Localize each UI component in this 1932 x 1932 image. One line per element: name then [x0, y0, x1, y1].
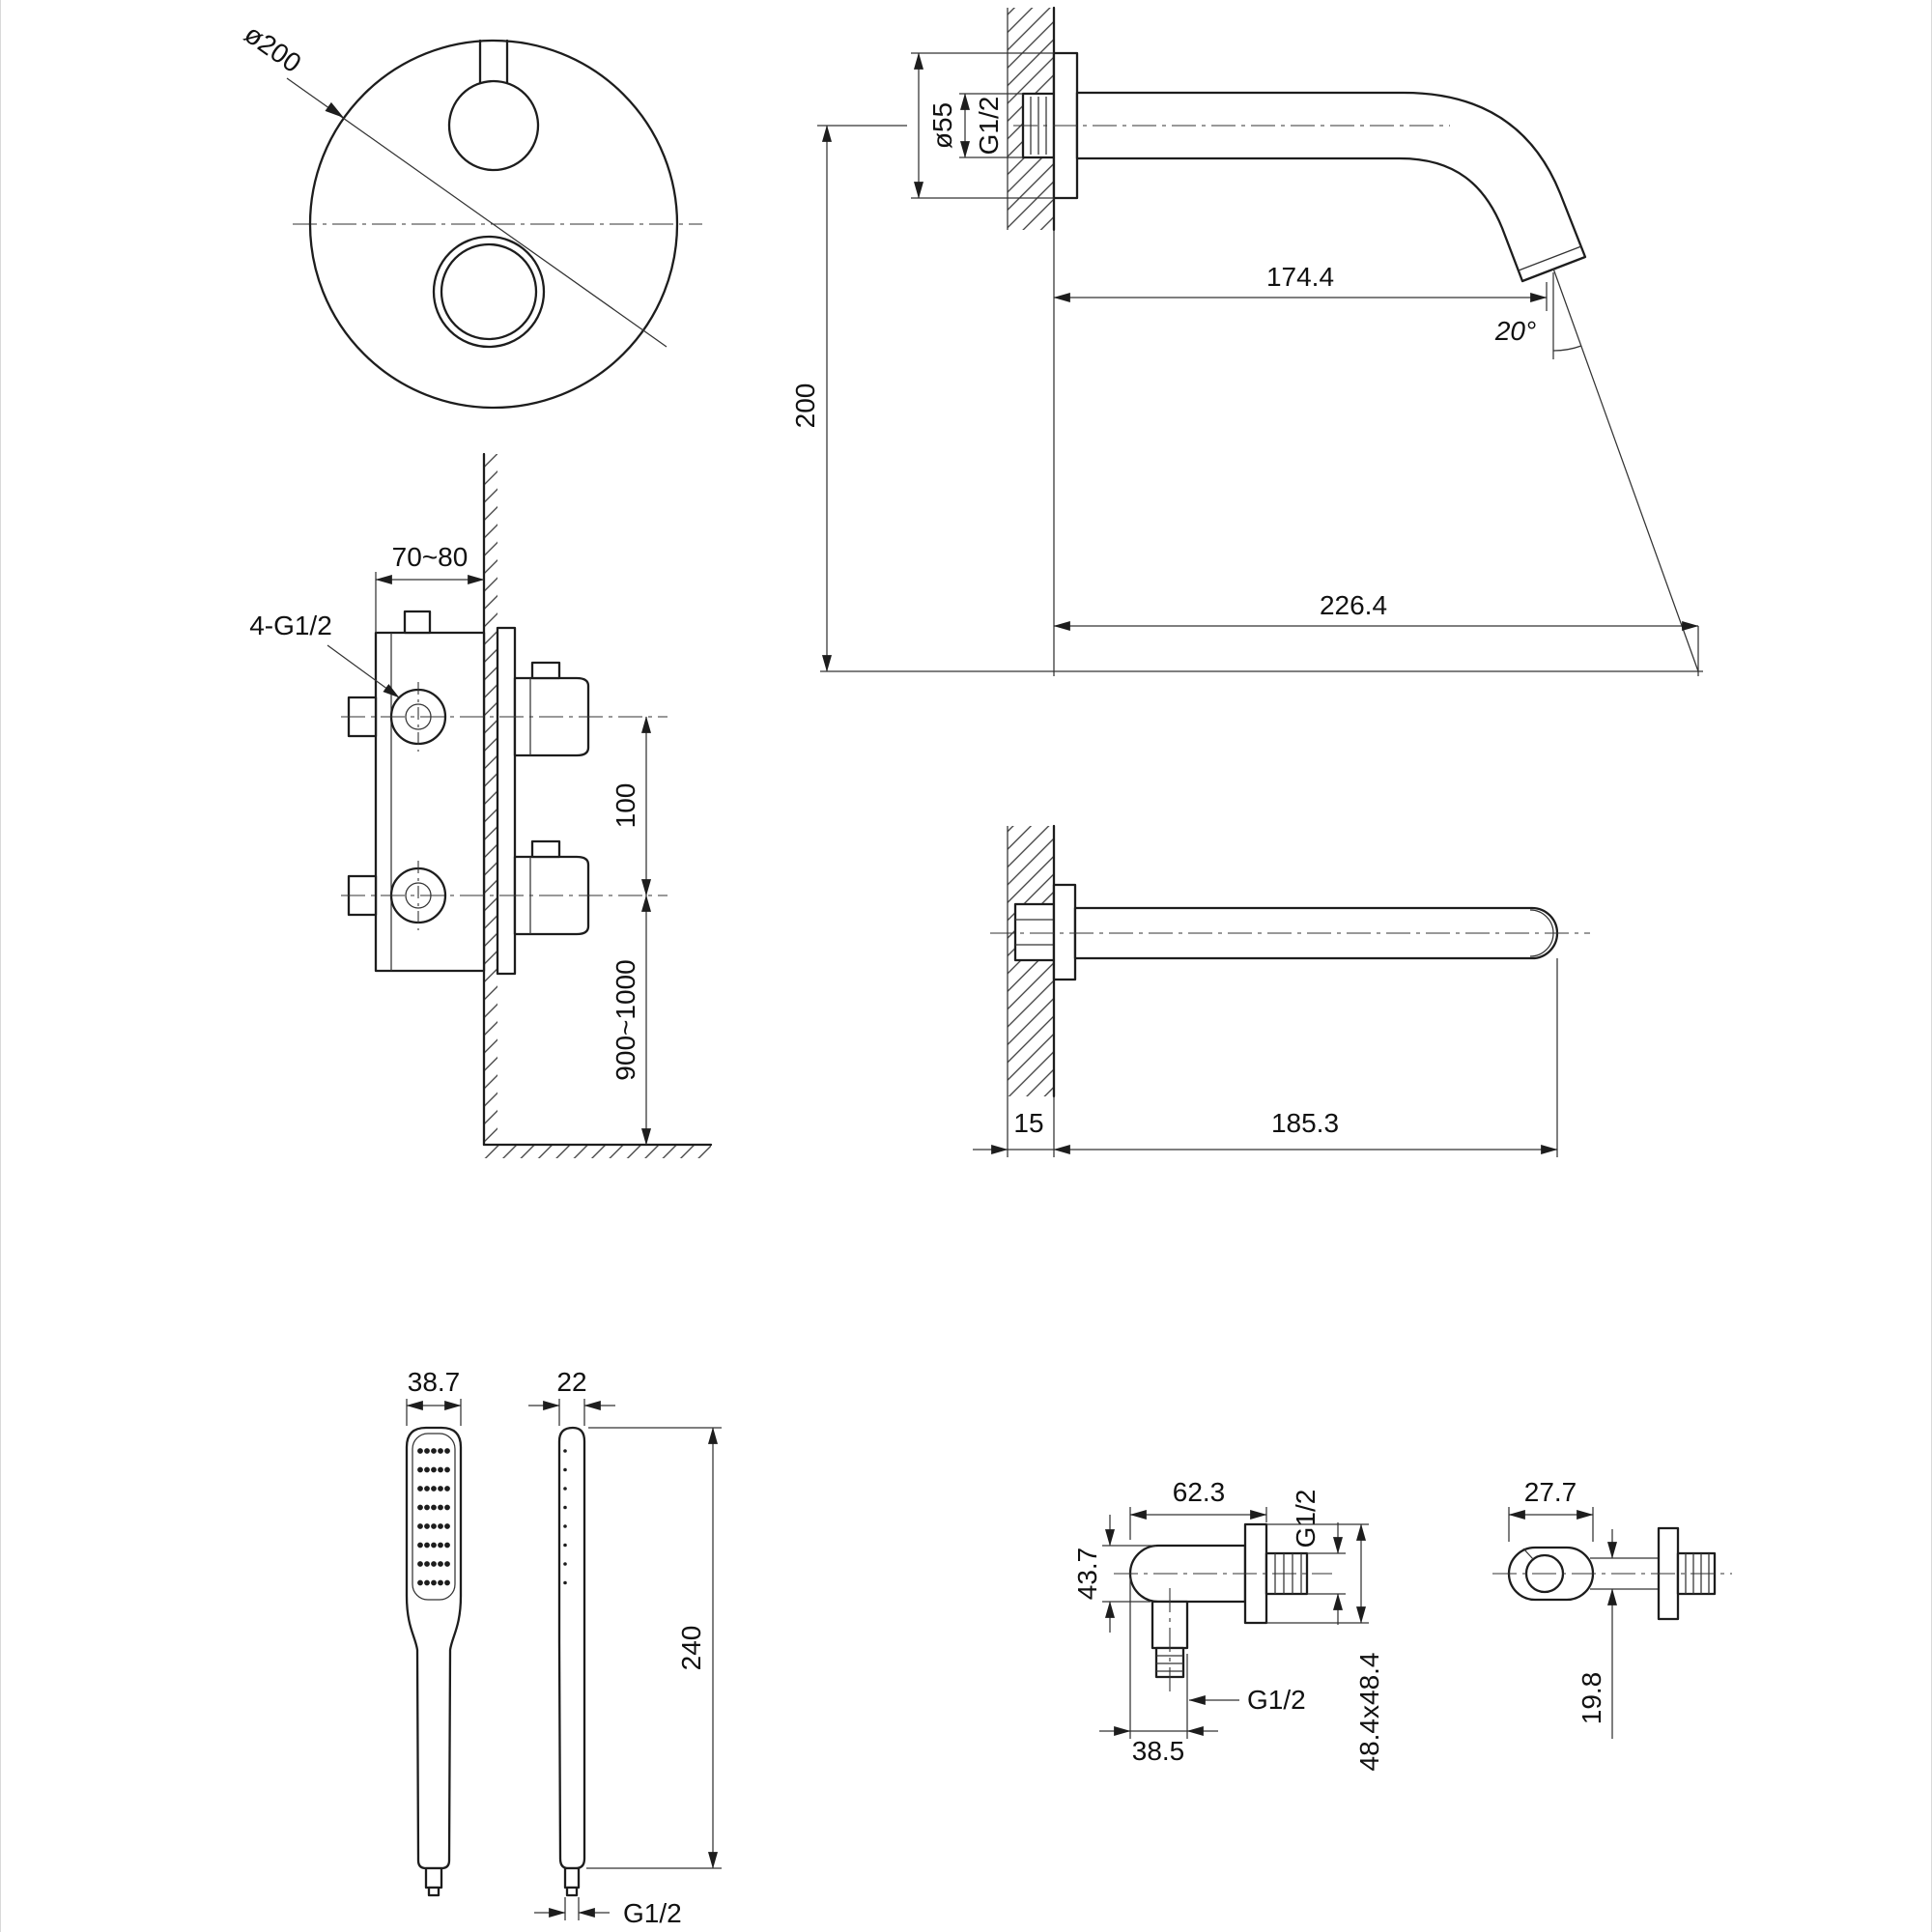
dim-length: 240	[586, 1427, 722, 1869]
view-hand-shower: 38.7 22 240 G1/2	[405, 1367, 722, 1928]
view-curved-spout: ø55 G1/2 174.4 20° 200 226.4	[790, 6, 1703, 676]
spout-flange	[1052, 883, 1077, 981]
dim-thread: G1/2	[534, 1897, 682, 1928]
holder-drop-label: 19.8	[1577, 1672, 1606, 1725]
height-label: 200	[790, 384, 820, 429]
leader-arrow	[325, 101, 344, 118]
recess-depth-label: 70~80	[392, 542, 469, 572]
spray-nozzle-dots	[417, 1448, 450, 1586]
side-nozzle-dots	[563, 1449, 567, 1585]
stream-reach-label: 226.4	[1320, 590, 1387, 620]
install-height-label: 900~1000	[611, 959, 640, 1080]
head-depth-label: 22	[556, 1367, 586, 1397]
thread-label: G1/2	[623, 1898, 682, 1928]
dim-body-length: 62.3	[1129, 1477, 1267, 1540]
spray-face-plate	[412, 1433, 456, 1601]
hand-shower-front-outline	[405, 1426, 463, 1870]
wall-thread-label: G1/2	[974, 97, 1004, 156]
front-connector-tip	[427, 1886, 440, 1897]
side-connector	[563, 1866, 581, 1889]
wall-section-hatch	[484, 454, 497, 1145]
body-length-label: 62.3	[1173, 1477, 1226, 1507]
spout-body	[1075, 91, 1587, 283]
front-connector	[424, 1866, 443, 1889]
valve-top-stub	[403, 610, 432, 635]
view-valve-roughin: 70~80 4-G1/2 100 900~1000	[249, 452, 713, 1158]
spout-length-label: 185.3	[1271, 1108, 1339, 1138]
connections-label: 4-G1/2	[249, 611, 332, 640]
head-width-label: 38.7	[408, 1367, 461, 1397]
side-connector-tip	[565, 1886, 579, 1897]
dim-spout-reach: 174.4	[1053, 262, 1548, 311]
length-label: 240	[676, 1626, 706, 1671]
hand-shower-side-outline	[557, 1426, 586, 1870]
water-stream-line	[1552, 268, 1699, 672]
view-shower-holder: 27.7 19.8	[1492, 1477, 1732, 1739]
dim-install-height: 900~1000	[611, 895, 651, 1146]
spout-aerator-line	[1518, 245, 1582, 271]
view-outlet-elbow: 62.3 G1/2 43.7 G1/2 38.5 48.4	[1072, 1477, 1384, 1772]
outlet-thread-label: G1/2	[1291, 1490, 1321, 1548]
valve-plate-edge	[496, 626, 517, 976]
dim-bottom-thread: G1/2	[1188, 1685, 1306, 1715]
dim-head-width: 38.7	[406, 1367, 462, 1426]
diverter-button	[447, 79, 540, 172]
dim-connections: 4-G1/2	[249, 611, 400, 698]
dim-flange-depth-and-length: 15 185.3	[973, 958, 1558, 1157]
dim-plate-diameter: ø200	[239, 18, 668, 348]
temperature-handle-inner	[440, 242, 538, 341]
temperature-handle-outer	[432, 235, 546, 349]
plate-diameter-label: ø200	[239, 18, 306, 78]
plate-size-label: 48.4x48.4	[1354, 1653, 1384, 1772]
view-trim-plate: ø200	[239, 18, 702, 410]
dim-outlet-thread: G1/2	[1291, 1490, 1346, 1625]
holder-notch-line	[1522, 1548, 1534, 1560]
flange-depth-label: 15	[1013, 1108, 1043, 1138]
handle-spacing-label: 100	[611, 783, 640, 829]
nut-facet-lines	[1015, 919, 1054, 946]
dim-holder-width: 27.7	[1508, 1477, 1594, 1542]
mounting-nut	[1013, 902, 1056, 962]
flange-diameter-label: ø55	[927, 102, 957, 149]
outlet-offset-label: 38.5	[1132, 1736, 1185, 1766]
valve-handle-bottom-button	[530, 839, 561, 859]
body-height-label: 43.7	[1072, 1548, 1102, 1601]
dim-wall-thread: G1/2	[959, 93, 1023, 158]
spout-reach-label: 174.4	[1266, 262, 1334, 292]
plate-outline	[308, 39, 679, 410]
dim-flange-diameter: ø55	[911, 52, 1054, 199]
dim-stream-angle: 20°	[1494, 272, 1582, 359]
view-straight-spout: 15 185.3	[973, 824, 1590, 1157]
valve-handle-top-button	[530, 661, 561, 680]
holder-width-label: 27.7	[1524, 1477, 1577, 1507]
dim-plate-size: 48.4x48.4	[1266, 1523, 1384, 1772]
bottom-thread-label: G1/2	[1247, 1685, 1306, 1715]
holder-connector-lines	[1590, 1557, 1659, 1590]
diverter-button-stem	[478, 39, 509, 85]
dim-handle-spacing: 100	[611, 716, 651, 896]
dim-recess-depth: 70~80	[375, 542, 485, 633]
dim-head-depth: 22	[528, 1367, 615, 1426]
dim-outlet-offset: 38.5	[1099, 1578, 1218, 1766]
dim-height: 200	[790, 125, 1703, 672]
floor-section-hatch	[484, 1145, 711, 1158]
dim-body-height: 43.7	[1072, 1515, 1156, 1633]
dim-stream-reach: 226.4	[1053, 590, 1699, 676]
stream-angle-label: 20°	[1494, 316, 1536, 346]
dim-holder-drop: 19.8	[1577, 1529, 1617, 1739]
